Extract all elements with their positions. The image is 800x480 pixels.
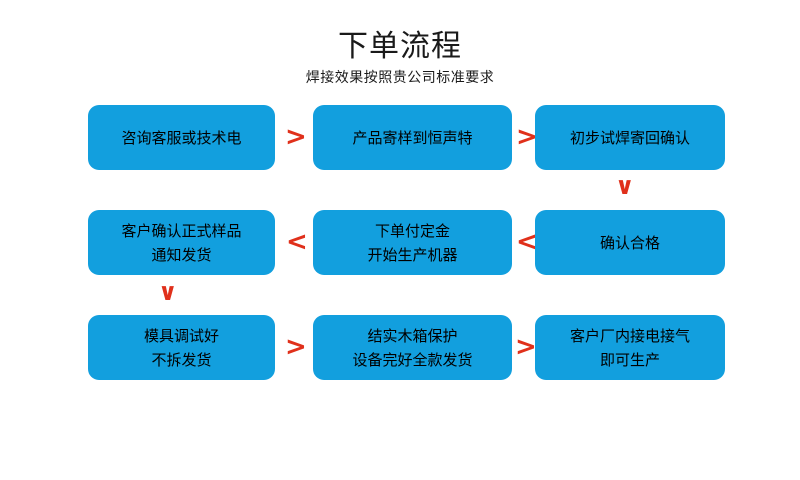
page-subtitle: 焊接效果按照贵公司标准要求 — [305, 70, 495, 86]
arrow-left-icon: < — [286, 227, 308, 257]
flow-node-line: 不拆发货 — [151, 350, 212, 369]
flow-node-r3c2[interactable]: 结实木箱保护 设备完好全款发货 — [313, 315, 512, 380]
flow-node-line: 通知发货 — [151, 245, 212, 264]
flow-node-line: 初步试焊寄回确认 — [569, 128, 690, 147]
arrow-down-icon-column-3: ∨ — [615, 172, 635, 200]
flow-node-r1c1[interactable]: 咨询客服或技术电 — [88, 105, 275, 170]
flow-node-line: 下单付定金 — [374, 221, 450, 240]
flow-node-r2c1[interactable]: 客户确认正式样品 通知发货 — [88, 210, 275, 275]
page-title: 下单流程 — [338, 29, 462, 64]
arrow-right-icon: > — [516, 122, 538, 152]
flow-row-3: 模具调试好 不拆发货 > 结实木箱保护 设备完好全款发货 > 客户厂内接电接气 … — [0, 315, 800, 380]
arrow-right-icon: > — [285, 332, 307, 362]
flow-node-r2c2[interactable]: 下单付定金 开始生产机器 — [313, 210, 512, 275]
flow-node-line: 确认合格 — [599, 233, 660, 252]
arrow-down-icon-column-1: ∨ — [158, 278, 178, 306]
flow-grid: 咨询客服或技术电 > 产品寄样到恒声特 > 初步试焊寄回确认 客户确认正式样品 … — [0, 105, 800, 420]
flow-row-2: 客户确认正式样品 通知发货 < 下单付定金 开始生产机器 < 确认合格 — [0, 210, 800, 275]
flow-node-line: 客户厂内接电接气 — [569, 326, 690, 345]
flow-node-line: 开始生产机器 — [367, 245, 458, 264]
flow-row-1: 咨询客服或技术电 > 产品寄样到恒声特 > 初步试焊寄回确认 — [0, 105, 800, 170]
flow-node-line: 即可生产 — [599, 350, 660, 369]
flow-node-line: 产品寄样到恒声特 — [352, 128, 473, 147]
flow-node-r1c2[interactable]: 产品寄样到恒声特 — [313, 105, 512, 170]
arrow-right-icon: > — [285, 122, 307, 152]
flow-node-r2c3[interactable]: 确认合格 — [535, 210, 725, 275]
flow-node-line: 客户确认正式样品 — [121, 221, 242, 240]
chart-header: 下单流程 焊接效果按照贵公司标准要求 — [0, 28, 800, 88]
flow-node-line: 模具调试好 — [143, 326, 219, 345]
flow-node-line: 咨询客服或技术电 — [121, 128, 242, 147]
flow-node-r3c3[interactable]: 客户厂内接电接气 即可生产 — [535, 315, 725, 380]
arrow-right-icon: > — [515, 332, 537, 362]
flow-node-r3c1[interactable]: 模具调试好 不拆发货 — [88, 315, 275, 380]
arrow-left-icon: < — [516, 227, 538, 257]
flow-node-line: 结实木箱保护 — [367, 326, 458, 345]
flow-node-line: 设备完好全款发货 — [352, 350, 473, 369]
flow-node-r1c3[interactable]: 初步试焊寄回确认 — [535, 105, 725, 170]
